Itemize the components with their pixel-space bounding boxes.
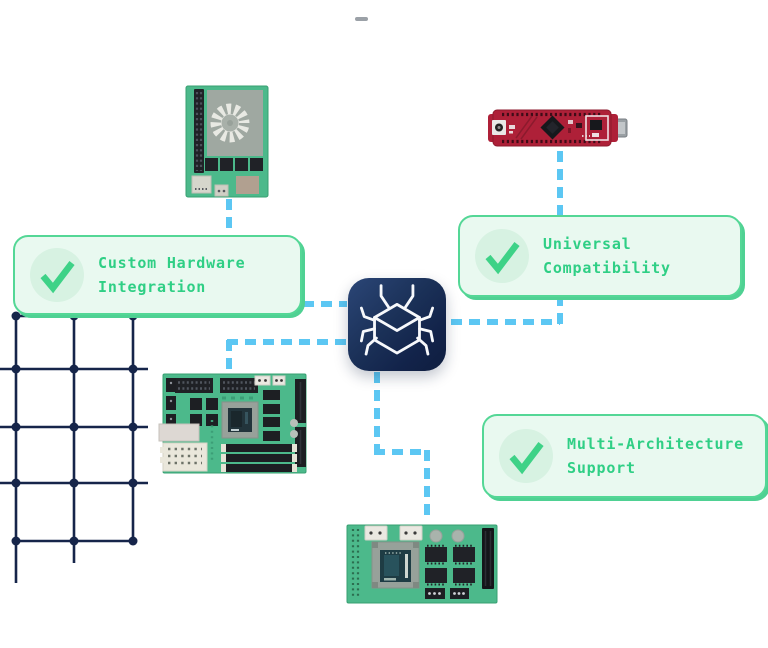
callout-line: Custom Hardware [98,254,246,272]
desktop-motherboard [158,373,307,474]
callout-line: Integration [98,278,207,296]
check-icon [499,429,553,483]
callout-label: Multi-Architecture Support [567,432,744,480]
check-icon [475,229,529,283]
cpu-expansion-board [346,524,498,604]
callout-line: Support [567,459,636,477]
callout-line: Universal [543,235,632,253]
callout-custom-hardware-integration: Custom Hardware Integration [13,235,302,315]
callout-multi-architecture-support: Multi-Architecture Support [482,414,767,498]
callout-line: Multi-Architecture [567,435,744,453]
check-icon [30,248,84,302]
callout-universal-compatibility: Universal Compatibility [458,215,742,297]
callout-label: Universal Compatibility [543,232,671,280]
callout-label: Custom Hardware Integration [98,251,245,299]
fan-icon [210,103,250,143]
callout-line: Compatibility [543,259,671,277]
bug-box-icon [348,278,446,371]
bug-glyph [359,284,435,356]
window-dash [355,17,368,21]
red-microcontroller-board [488,109,628,147]
fan-expansion-card [185,85,269,198]
dot-grid-pattern [0,311,148,583]
